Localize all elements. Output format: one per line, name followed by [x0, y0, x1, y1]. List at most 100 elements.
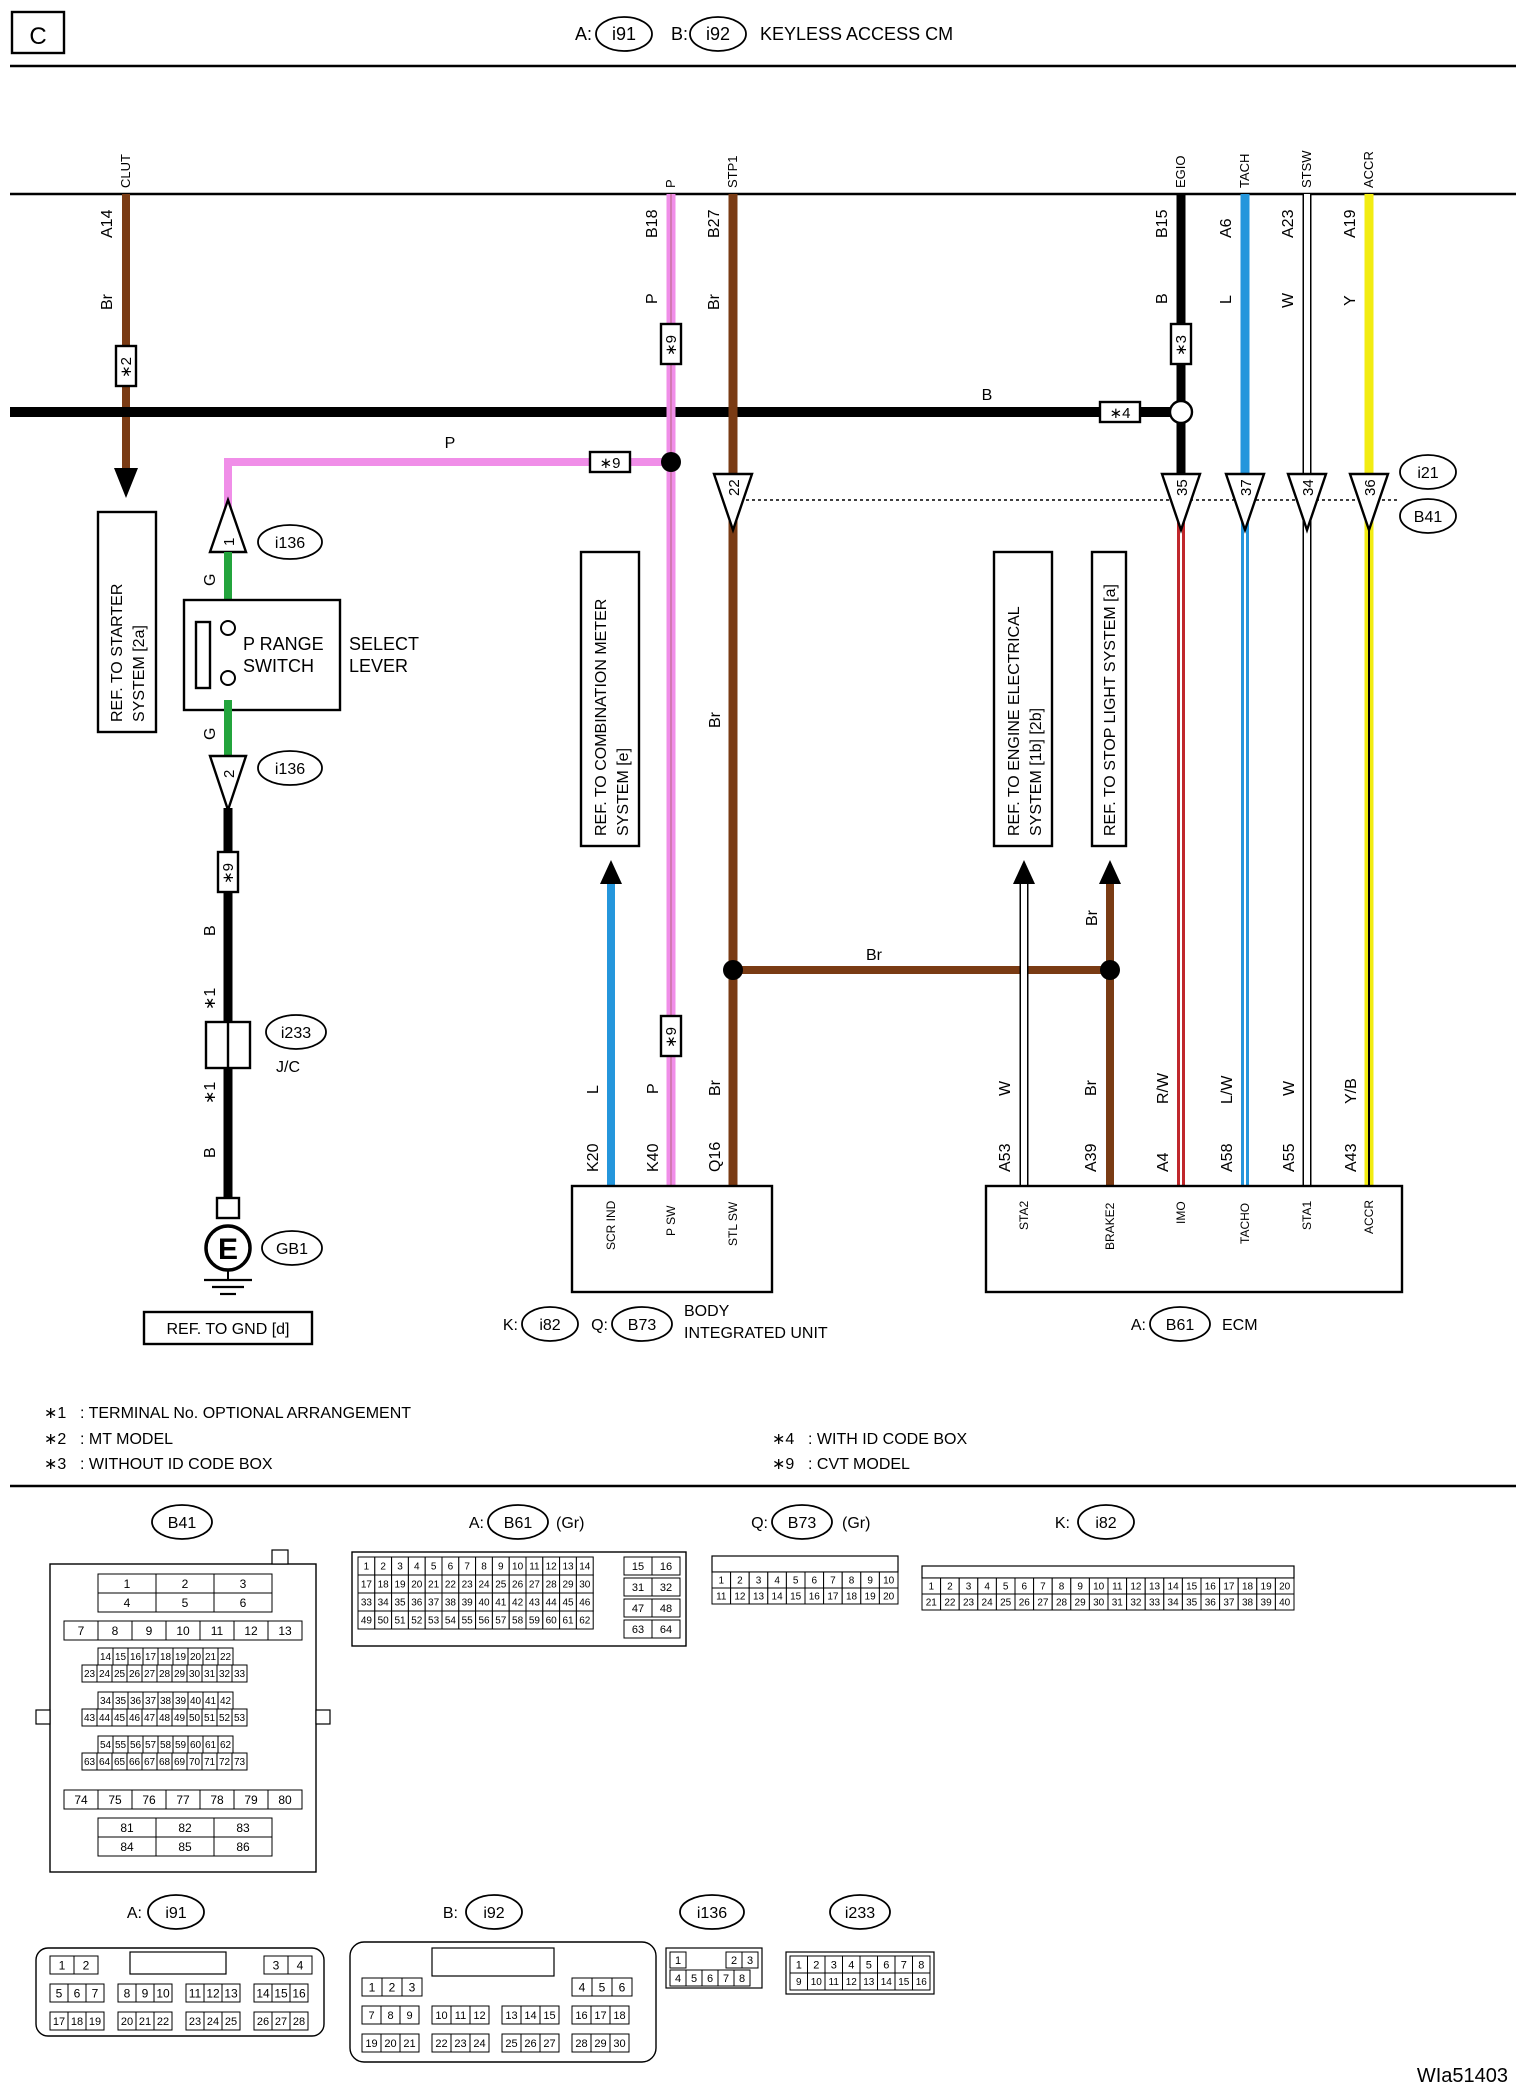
- ecm-name: ECM: [1222, 1317, 1258, 1334]
- arrow-to-starter: [114, 468, 138, 498]
- i91-pin-number: 11: [189, 1986, 202, 2000]
- terminal-label-egio: EGIO: [1173, 155, 1188, 188]
- i91-pin-number: 4: [297, 1958, 304, 1972]
- view-b41-oval: [151, 1504, 213, 1540]
- b41-pin-number: 16: [130, 1652, 142, 1663]
- b73-pin-number: 10: [883, 1576, 895, 1587]
- b41-pin-number: 8: [112, 1624, 119, 1638]
- view-b41-label: B41: [168, 1515, 197, 1532]
- i92-pin-number: 9: [406, 2010, 412, 2022]
- i82-pin-number: 27: [1037, 1598, 1049, 1609]
- view-b73-prefix: Q:: [751, 1515, 768, 1532]
- biu-color-br: Br: [707, 1079, 724, 1096]
- b41-pin-number: 72: [219, 1757, 231, 1768]
- i91-pin-cell: [153, 2011, 173, 2031]
- b61-pin-number: 22: [445, 1580, 457, 1591]
- ecm-pin-a43: A43: [1343, 1143, 1360, 1172]
- b41-pin-number: 44: [99, 1713, 111, 1724]
- select-lever-line1: SELECT: [349, 634, 419, 654]
- i82-pin-number: 8: [1059, 1582, 1065, 1593]
- b41-pin-number: 28: [159, 1669, 171, 1680]
- ref-starter-box: [96, 510, 158, 734]
- i136-pin-number: 3: [747, 1955, 753, 1967]
- b41-pin-number: 62: [220, 1740, 232, 1751]
- i82-pin-number: 6: [1022, 1582, 1028, 1593]
- i91-pin-number: 27: [275, 2016, 287, 2028]
- pin-arrow-35: [1160, 472, 1202, 534]
- note-1-text: : TERMINAL No. OPTIONAL ARRANGEMENT: [80, 1405, 411, 1422]
- i233-pin-number: 13: [863, 1977, 875, 1988]
- i92-pin-cell: [539, 2005, 560, 2025]
- terminal-pin-a19: A19: [1342, 209, 1359, 238]
- b41-pin-cell: [213, 1592, 273, 1613]
- b61-pin-number: 39: [462, 1598, 474, 1609]
- ecm-a-prefix: A:: [1131, 1317, 1146, 1334]
- i82-pin-number: 7: [1040, 1582, 1046, 1593]
- i233-pin-cell: [912, 1972, 931, 1991]
- b41-pin-number: 27: [144, 1669, 156, 1680]
- i82-pin-number: 1: [929, 1582, 935, 1593]
- i82-pin-number: 34: [1168, 1598, 1180, 1609]
- b73-pin-number: 16: [809, 1592, 821, 1603]
- b73-pin-number: 17: [827, 1592, 839, 1603]
- b61-pin-number: 60: [546, 1616, 558, 1627]
- b41-pin-number: 75: [108, 1793, 122, 1807]
- i92-pin-number: 26: [524, 2038, 536, 2050]
- ground-letter: E: [218, 1233, 238, 1266]
- b61-pin-number: 29: [562, 1580, 574, 1591]
- b61-pin-number: 6: [448, 1562, 454, 1573]
- note-3-text: : WITHOUT ID CODE BOX: [80, 1456, 273, 1473]
- b41-pin-number: 26: [129, 1669, 141, 1680]
- b61-pin-number: 4: [414, 1562, 420, 1573]
- b61-pin-number: 17: [361, 1580, 373, 1591]
- terminal-label-stp1: STP1: [725, 155, 740, 188]
- b41-pin-number: 76: [142, 1793, 156, 1807]
- b61-pin-number: 15: [632, 1561, 644, 1573]
- ecm-term-sta1: STA1: [1300, 1201, 1314, 1230]
- i91-pin-number: 26: [257, 2016, 269, 2028]
- b61-pin-number: 62: [579, 1616, 591, 1627]
- i233-oval: [265, 1014, 327, 1050]
- figure-id: WIa51403: [1417, 2065, 1508, 2087]
- i91-pin-cell: [221, 2011, 241, 2031]
- i91-pin-number: 23: [189, 2016, 201, 2028]
- b61-pin-number: 10: [512, 1562, 524, 1573]
- b41-pin-cell: [231, 1708, 248, 1727]
- i82-pin-number: 33: [1149, 1598, 1161, 1609]
- header-b-prefix: B:: [671, 24, 688, 44]
- i82-pin-number: 4: [984, 1582, 990, 1593]
- b61-pin-cell: [651, 1619, 681, 1639]
- b61-pin-number: 26: [512, 1580, 524, 1591]
- wire-color-tach: L: [1218, 295, 1235, 304]
- ecm-pin-a53: A53: [997, 1143, 1014, 1172]
- b61-pin-number: 19: [394, 1580, 406, 1591]
- biu-q-oval: [611, 1306, 673, 1342]
- ecm-a-oval: [1149, 1306, 1211, 1342]
- b61-pin-cell: [651, 1556, 681, 1576]
- b41-pin-number: 84: [120, 1840, 134, 1854]
- i91-pin-cell: [221, 1983, 241, 2003]
- select-lever-line2: LEVER: [349, 656, 408, 676]
- b73-pin-number: 9: [867, 1576, 873, 1587]
- connector-i21-label: i21: [1417, 465, 1438, 482]
- ref-gnd-box: [142, 1310, 314, 1346]
- b61-pin-number: 37: [428, 1598, 440, 1609]
- b61-pin-number: 53: [428, 1616, 440, 1627]
- b61-pin-number: 58: [512, 1616, 524, 1627]
- b41-pin-number: 64: [99, 1757, 111, 1768]
- note-5-text: : CVT MODEL: [808, 1456, 910, 1473]
- b41-pin-number: 10: [176, 1624, 190, 1638]
- b61-pin-number: 51: [394, 1616, 406, 1627]
- i92-pin-cell: [609, 2033, 630, 2053]
- connector-b41-label: B41: [1414, 509, 1443, 526]
- i91-pin-number: 12: [206, 1986, 220, 2000]
- b61-pin-number: 57: [495, 1616, 507, 1627]
- pin-arrow-34: [1286, 472, 1328, 534]
- b73-pin-number: 4: [774, 1576, 780, 1587]
- view-i233-label: i233: [845, 1905, 875, 1922]
- i136-pin-cell: [741, 1951, 759, 1969]
- b61-pin-number: 64: [660, 1624, 672, 1636]
- i233-pin-number: 2: [813, 1959, 819, 1971]
